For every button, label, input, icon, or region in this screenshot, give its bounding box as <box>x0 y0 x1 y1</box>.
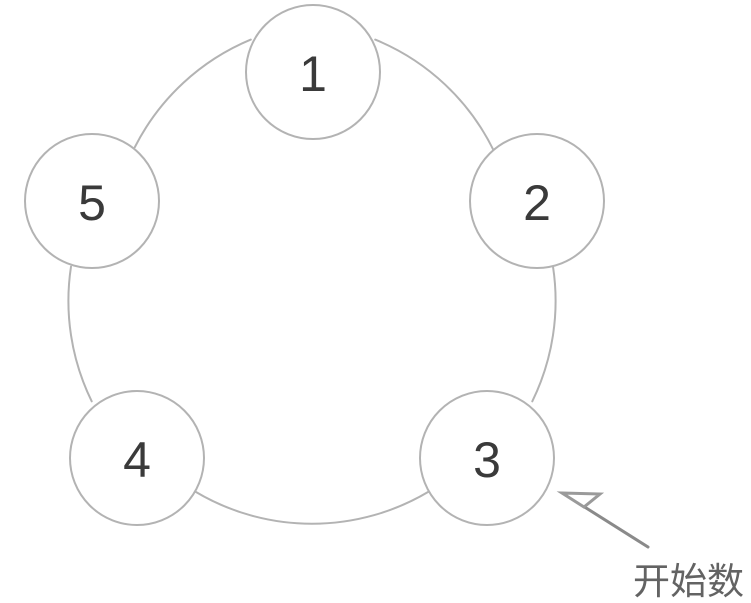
annotation-label: 开始数 <box>633 560 744 603</box>
node-2-circle[interactable] <box>469 133 605 269</box>
node-1[interactable]: 1 <box>245 4 381 140</box>
node-3-label: 3 <box>473 432 501 488</box>
annotation-arrow-shaft <box>581 504 650 549</box>
annotation-arrow-head-icon <box>556 491 605 509</box>
edge-group <box>67 38 557 525</box>
edge-4-5 <box>67 265 93 403</box>
edge-3-4 <box>193 490 431 525</box>
node-2-label: 2 <box>523 175 551 231</box>
node-2[interactable]: 2 <box>469 133 605 269</box>
node-4-circle[interactable] <box>69 390 205 526</box>
node-4[interactable]: 4 <box>69 390 205 526</box>
edge-5-1 <box>133 38 252 149</box>
node-5[interactable]: 5 <box>24 133 160 269</box>
node-1-label: 1 <box>299 46 327 102</box>
node-group: 1 2 3 4 5 <box>24 4 605 526</box>
node-3[interactable]: 3 <box>419 390 555 526</box>
node-4-label: 4 <box>123 432 151 488</box>
node-1-circle[interactable] <box>245 4 381 140</box>
edge-1-2 <box>374 38 496 153</box>
node-5-label: 5 <box>78 175 106 231</box>
start-annotation: 开始数 <box>556 491 744 603</box>
node-5-circle[interactable] <box>24 133 160 269</box>
edge-2-3 <box>531 265 557 403</box>
node-3-circle[interactable] <box>419 390 555 526</box>
